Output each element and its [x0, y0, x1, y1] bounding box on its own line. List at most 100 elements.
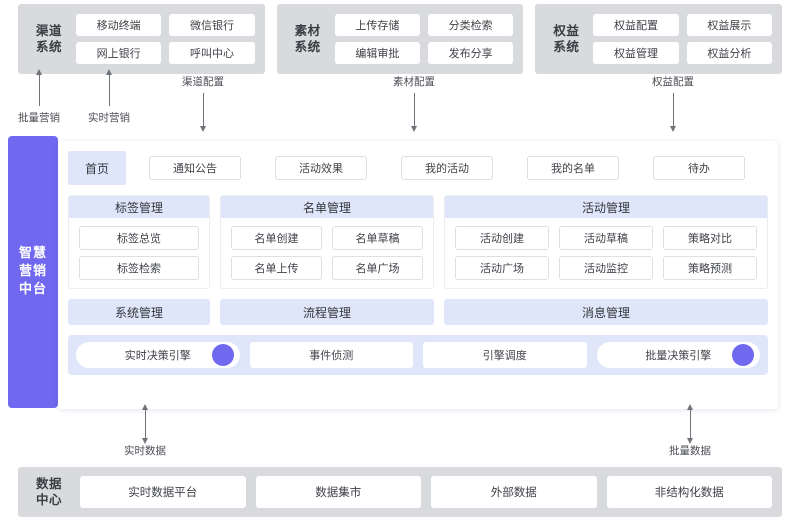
secondary-header-row: 系统管理 流程管理 消息管理: [68, 299, 768, 325]
circle-indicator-icon: [211, 344, 234, 366]
arrow-label: 批量营销: [18, 112, 60, 124]
title-line: 中心: [35, 492, 62, 507]
title-line: 权益: [553, 23, 580, 38]
tab-my-lists[interactable]: 我的名单: [527, 156, 619, 180]
system-item[interactable]: 微信银行: [169, 14, 255, 36]
sidebar-smart-marketing-platform[interactable]: 智慧营销中台: [8, 136, 58, 408]
tab-home[interactable]: 首页: [68, 151, 126, 185]
arrow-channel-config: 渠道配置: [158, 74, 248, 132]
tab-notice[interactable]: 通知公告: [149, 156, 241, 180]
card-tag-management: 标签管理 标签总览 标签检索: [68, 195, 210, 289]
data-center-item[interactable]: 数据集市: [255, 476, 421, 508]
tab-bar: 首页 通知公告 活动效果 我的活动 我的名单 待办: [68, 151, 768, 185]
system-group-channel: 渠道 系统 移动终端 微信银行 网上银行 呼叫中心: [18, 4, 265, 74]
title-line: 系统: [294, 39, 321, 54]
card-campaign-management: 活动管理 活动创建 活动草稿 策略对比 活动广场 活动监控 策略预测: [444, 195, 768, 289]
sidebar-label: 智慧营销中台: [18, 246, 47, 297]
card-item[interactable]: 策略对比: [663, 226, 757, 250]
engine-row: 实时决策引擎 事件侦测 引擎调度 批量决策引擎: [68, 335, 768, 375]
system-group-rights: 权益 系统 权益配置 权益展示 权益管理 权益分析: [535, 4, 783, 74]
card-item[interactable]: 名单创建: [231, 226, 322, 250]
arrow-label: 实时营销: [88, 112, 130, 124]
system-item[interactable]: 权益展示: [686, 14, 773, 36]
top-systems-row: 渠道 系统 移动终端 微信银行 网上银行 呼叫中心 素材 系统 上传存储 分类检…: [18, 4, 783, 74]
arrow-up-icon: [36, 69, 42, 106]
engine-event-detection[interactable]: 事件侦测: [249, 342, 413, 368]
arrow-realtime-marketing: 实时营销: [64, 69, 154, 125]
arrow-up-icon: [106, 69, 112, 106]
arrow-bidirectional-icon: [687, 404, 693, 444]
card-list-management: 名单管理 名单创建 名单草稿 名单上传 名单广场: [220, 195, 434, 289]
arrow-material-config: 素材配置: [369, 74, 459, 132]
engine-batch-decision[interactable]: 批量决策引擎: [596, 342, 760, 368]
tab-campaign-effect[interactable]: 活动效果: [275, 156, 367, 180]
system-item[interactable]: 权益管理: [593, 42, 679, 64]
card-item[interactable]: 活动创建: [455, 226, 549, 250]
card-item[interactable]: 策略预测: [663, 256, 757, 280]
data-center-item[interactable]: 非结构化数据: [606, 476, 772, 508]
data-center-item[interactable]: 外部数据: [431, 476, 597, 508]
title-line: 素材: [294, 23, 321, 38]
arrow-label: 权益配置: [652, 76, 694, 88]
system-item[interactable]: 网上银行: [76, 42, 162, 64]
arrow-bidirectional-icon: [142, 404, 148, 444]
arrow-batch-marketing: 批量营销: [0, 69, 84, 125]
card-item[interactable]: 标签检索: [79, 256, 199, 280]
card-item[interactable]: 活动监控: [559, 256, 653, 280]
system-group-rights-title: 权益 系统: [545, 23, 587, 55]
title-line: 系统: [35, 39, 62, 54]
system-group-material-items: 上传存储 分类检索 编辑审批 发布分享: [334, 14, 514, 64]
system-item[interactable]: 分类检索: [428, 14, 514, 36]
card-title: 名单管理: [221, 196, 433, 218]
card-items: 标签总览 标签检索: [69, 218, 209, 288]
card-items: 活动创建 活动草稿 策略对比 活动广场 活动监控 策略预测: [445, 218, 767, 288]
data-center-item[interactable]: 实时数据平台: [80, 476, 246, 508]
system-item[interactable]: 移动终端: [76, 14, 162, 36]
system-item[interactable]: 权益配置: [593, 14, 679, 36]
header-message-management[interactable]: 消息管理: [444, 299, 768, 325]
engine-realtime-decision[interactable]: 实时决策引擎: [76, 342, 240, 368]
tab-todo[interactable]: 待办: [653, 156, 745, 180]
system-group-rights-items: 权益配置 权益展示 权益管理 权益分析: [593, 14, 773, 64]
card-item[interactable]: 名单广场: [332, 256, 423, 280]
system-group-channel-title: 渠道 系统: [28, 23, 70, 55]
arrow-down-icon: [670, 93, 676, 132]
top-arrows-band: 批量营销 实时营销 渠道配置 素材配置 权益配置: [0, 69, 800, 136]
title-line: 系统: [553, 39, 580, 54]
card-items: 名单创建 名单草稿 名单上传 名单广场: [221, 218, 433, 288]
arrow-down-icon: [200, 93, 206, 132]
tab-list: 通知公告 活动效果 我的活动 我的名单 待办: [126, 156, 768, 180]
engine-label: 实时决策引擎: [124, 349, 191, 362]
system-item[interactable]: 呼叫中心: [169, 42, 255, 64]
arrow-label: 渠道配置: [182, 76, 224, 88]
card-item[interactable]: 活动草稿: [559, 226, 653, 250]
card-item[interactable]: 活动广场: [455, 256, 549, 280]
bottom-arrows-band: 实时数据 批量数据: [0, 404, 800, 461]
card-title: 活动管理: [445, 196, 767, 218]
system-item[interactable]: 上传存储: [334, 14, 420, 36]
system-group-channel-items: 移动终端 微信银行 网上银行 呼叫中心: [76, 14, 255, 64]
card-item[interactable]: 名单草稿: [332, 226, 423, 250]
title-line: 数据: [35, 476, 62, 491]
arrow-label: 批量数据: [669, 445, 711, 457]
engine-scheduler[interactable]: 引擎调度: [423, 342, 587, 368]
system-item[interactable]: 编辑审批: [334, 42, 420, 64]
arrow-batch-data: 批量数据: [645, 404, 735, 458]
header-process-management[interactable]: 流程管理: [220, 299, 434, 325]
tab-my-campaigns[interactable]: 我的活动: [401, 156, 493, 180]
arrow-label: 素材配置: [393, 76, 435, 88]
main-panel: 首页 通知公告 活动效果 我的活动 我的名单 待办 标签管理 标签总览 标签检索…: [58, 141, 778, 409]
data-center-group: 数据 中心 实时数据平台 数据集市 外部数据 非结构化数据: [18, 467, 782, 517]
card-item[interactable]: 名单上传: [231, 256, 322, 280]
data-center-title: 数据 中心: [28, 476, 70, 508]
header-system-management[interactable]: 系统管理: [68, 299, 210, 325]
system-item[interactable]: 发布分享: [428, 42, 514, 64]
card-item[interactable]: 标签总览: [79, 226, 199, 250]
engine-label: 批量决策引擎: [645, 349, 712, 362]
arrow-realtime-data: 实时数据: [100, 404, 190, 458]
arrow-down-icon: [411, 93, 417, 132]
system-group-material: 素材 系统 上传存储 分类检索 编辑审批 发布分享: [276, 4, 524, 74]
system-item[interactable]: 权益分析: [686, 42, 773, 64]
card-title: 标签管理: [69, 196, 209, 218]
